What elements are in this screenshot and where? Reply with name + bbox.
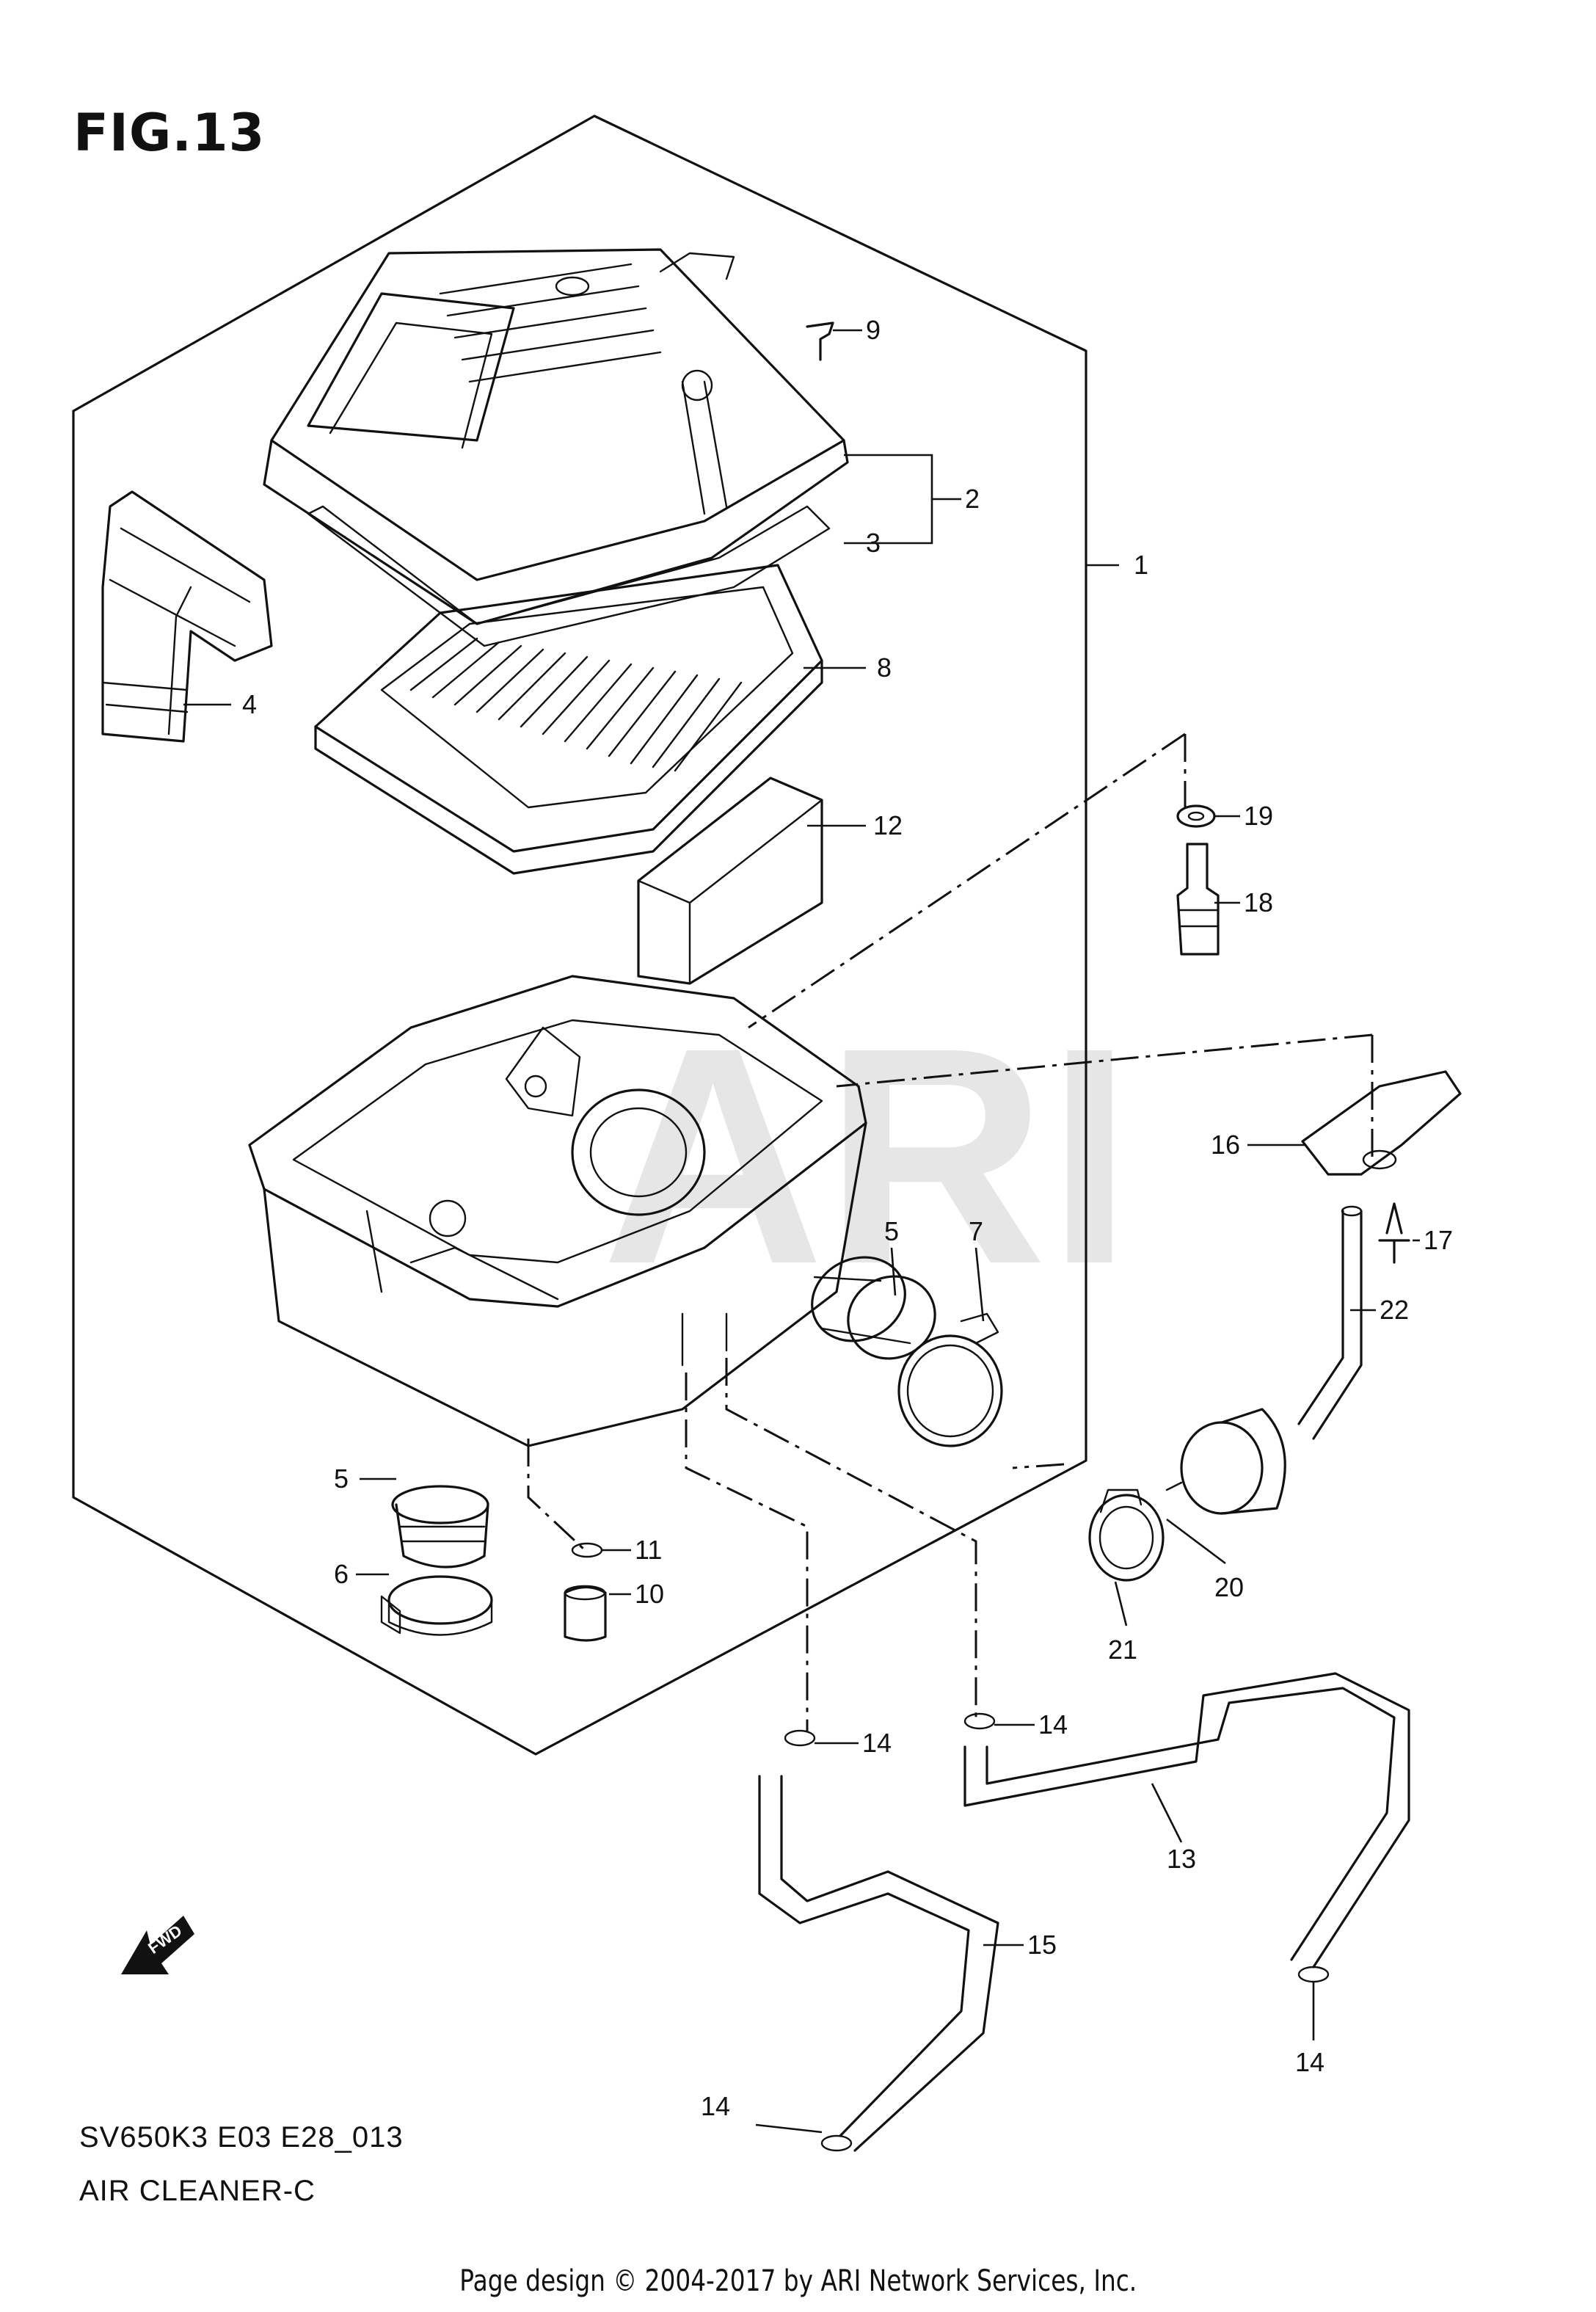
callout-1: 1 [1134, 550, 1148, 580]
drain-plug [564, 1585, 607, 1642]
connector-right [811, 1256, 936, 1360]
hose-15 [758, 1775, 999, 2152]
callout-leaders [183, 329, 1420, 2134]
callout-7: 7 [969, 1216, 983, 1246]
callout-14-a: 14 [862, 1728, 892, 1758]
filter-element [314, 564, 823, 875]
page-footer: Page design © 2004-2017 by ARI Network S… [459, 2264, 1137, 2298]
callout-2: 2 [965, 484, 980, 514]
callout-12: 12 [873, 810, 903, 840]
callout-22: 22 [1380, 1295, 1409, 1325]
callout-10: 10 [635, 1579, 664, 1609]
callout-5-upper: 5 [884, 1216, 899, 1246]
clamp-21 [1088, 1488, 1165, 1582]
clamp-left [380, 1575, 493, 1636]
sensor [1176, 843, 1220, 956]
callout-13: 13 [1167, 1844, 1196, 1874]
callout-14-b: 14 [1038, 1709, 1068, 1740]
section-name: AIR CLEANER-C [79, 2175, 316, 2207]
screw [806, 321, 834, 361]
tube-22 [1297, 1205, 1363, 1440]
callout-16: 16 [1211, 1130, 1240, 1160]
connector-left [391, 1485, 489, 1568]
clamp-right [897, 1312, 1003, 1447]
callout-5-lower: 5 [334, 1464, 349, 1494]
hose-13 [963, 1672, 1410, 1969]
figure-title: FIG.13 [73, 103, 266, 163]
callout-17: 17 [1424, 1225, 1453, 1255]
watermark-text: ARI [602, 984, 1132, 1328]
callout-3: 3 [866, 528, 881, 558]
callout-6: 6 [334, 1559, 349, 1589]
callout-20: 20 [1214, 1572, 1244, 1602]
callout-14-d: 14 [701, 2091, 730, 2121]
inlet-duct [101, 490, 273, 743]
callout-19: 19 [1244, 801, 1273, 831]
callout-11: 11 [635, 1535, 662, 1565]
foam-block [637, 777, 823, 985]
fwd-arrow-icon: FWD [121, 1916, 194, 1974]
callout-21: 21 [1108, 1635, 1137, 1665]
clip-11 [571, 1542, 603, 1558]
fuel-filter [1165, 1408, 1286, 1515]
reference-lines [527, 733, 1374, 1732]
callout-14-c: 14 [1295, 2047, 1324, 2077]
callout-4: 4 [242, 689, 257, 719]
cover-seal [307, 505, 831, 647]
callout-18: 18 [1244, 887, 1273, 917]
assembly-outline [72, 114, 1087, 1756]
screw-17 [1378, 1202, 1410, 1264]
washer [1176, 804, 1216, 828]
callout-9: 9 [866, 315, 881, 345]
model-code: SV650K3 E03 E28_013 [79, 2121, 404, 2153]
callout-15: 15 [1027, 1930, 1057, 1960]
callout-labels: 1 2 3 4 5 5 6 7 8 9 10 11 12 13 14 14 14… [242, 315, 1453, 2121]
callout-8: 8 [877, 652, 892, 683]
bracket [1301, 1070, 1462, 1176]
